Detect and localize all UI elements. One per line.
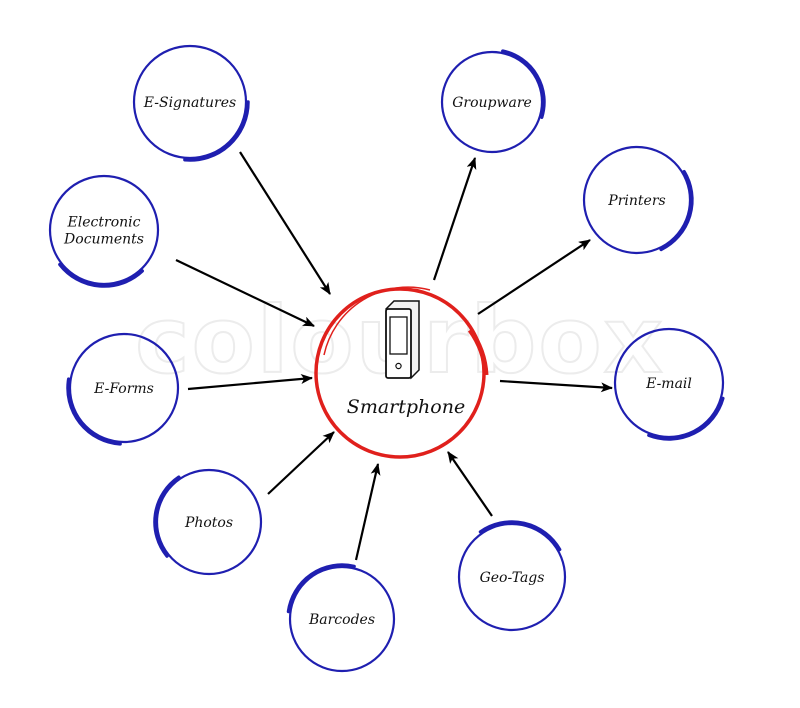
node-ring [68,332,180,444]
arrow-e-signatures [239,151,331,295]
node-label: Photos [184,515,233,531]
node-label: Groupware [452,95,532,111]
node-ring [582,145,692,255]
center-ring-accent [467,328,489,376]
center-ring-stroke [323,286,431,356]
node-ring-accent [659,169,694,252]
arrow-printers [477,239,591,315]
node-label: Geo-Tags [480,570,545,586]
node-label: E-Signatures [143,95,236,111]
node-label: E-Forms [93,381,154,397]
node-label: Documents [63,232,144,248]
node-label: E-mail [645,376,692,392]
node-ring [155,468,263,576]
node-ring [613,327,725,439]
node-barcodes: Barcodes [286,563,396,673]
node-ring [288,565,396,673]
arrow-barcodes [354,463,381,561]
node-photos: Photos [153,468,263,576]
node-ring [457,522,567,632]
node-ring [132,44,248,160]
node-ring-accent [183,100,250,162]
node-groupware: Groupware [440,49,546,154]
arrow-e-mail [499,379,613,393]
node-ring [440,50,544,154]
node-ring-accent [501,49,546,119]
node-ring-accent [647,396,725,441]
arrow-geo-tags [447,451,493,517]
node-ring-accent [66,377,122,446]
nodes-layer: E-SignaturesElectronicDocumentsE-FormsPh… [48,44,725,673]
node-e-signatures: E-Signatures [132,44,250,162]
arrows-layer [175,151,613,561]
center-label: Smartphone [347,396,465,418]
center-node: Smartphone [314,286,489,459]
arrow-e-forms [187,373,313,391]
node-ring-accent [478,520,562,552]
node-ring-accent [58,262,144,288]
node-e-mail: E-mail [613,327,725,441]
smartphone-icon [385,300,420,380]
node-label: Printers [607,193,665,209]
node-geo-tags: Geo-Tags [457,520,567,632]
node-e-forms: E-Forms [66,332,180,446]
arrow-electronic-documents [175,259,315,327]
node-printers: Printers [582,145,694,255]
arrow-groupware [432,157,477,281]
node-label: Electronic [67,215,141,231]
node-ring [48,174,160,286]
node-ring-accent [153,475,181,558]
node-ring-accent [286,563,356,614]
arrow-photos [267,431,335,495]
node-label: Barcodes [308,612,375,628]
